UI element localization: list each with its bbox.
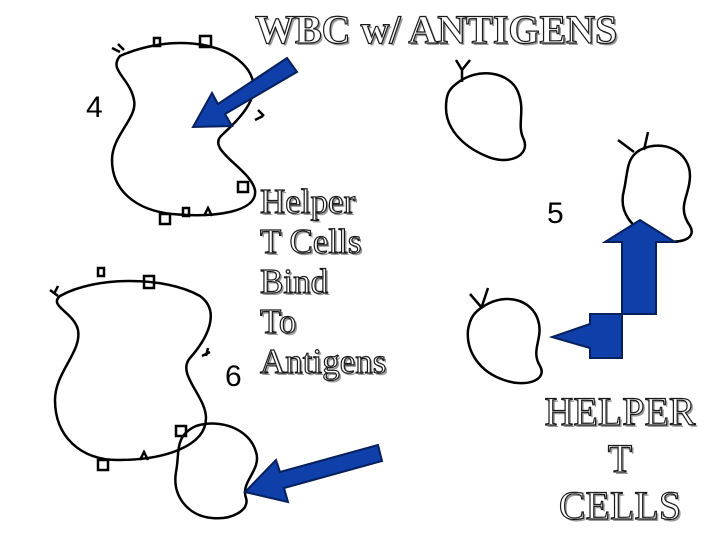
helper-t-cells-description: Helper T Cells Bind To Antigens xyxy=(260,182,386,382)
arrow-to-bound-cell xyxy=(245,445,382,502)
step-number-5: 5 xyxy=(547,199,564,229)
bent-arrow-helper-cells xyxy=(552,220,675,358)
description-line: Bind xyxy=(260,262,386,302)
wbc-cell-6 xyxy=(50,268,211,470)
diagram-title: WBC w/ ANTIGENS xyxy=(255,10,617,50)
description-line: To xyxy=(260,302,386,342)
helper-t-cell-right xyxy=(618,132,692,242)
helper-t-cell-bound xyxy=(175,424,257,519)
description-line: Helper xyxy=(260,182,386,222)
arrow-to-wbc xyxy=(193,58,297,127)
caption-line: HELPER xyxy=(520,388,720,435)
caption-line: CELLS xyxy=(520,482,720,529)
description-line: Antigens xyxy=(260,342,386,382)
description-line: T Cells xyxy=(260,222,386,262)
caption-line: T xyxy=(520,435,720,482)
wbc-cell-4 xyxy=(112,36,264,224)
helper-t-cells-caption: HELPER T CELLS xyxy=(520,388,720,529)
step-number-6: 6 xyxy=(225,362,242,392)
helper-t-cell-middle xyxy=(468,288,542,383)
helper-t-cell-top xyxy=(446,60,525,160)
step-number-4: 4 xyxy=(86,93,103,123)
